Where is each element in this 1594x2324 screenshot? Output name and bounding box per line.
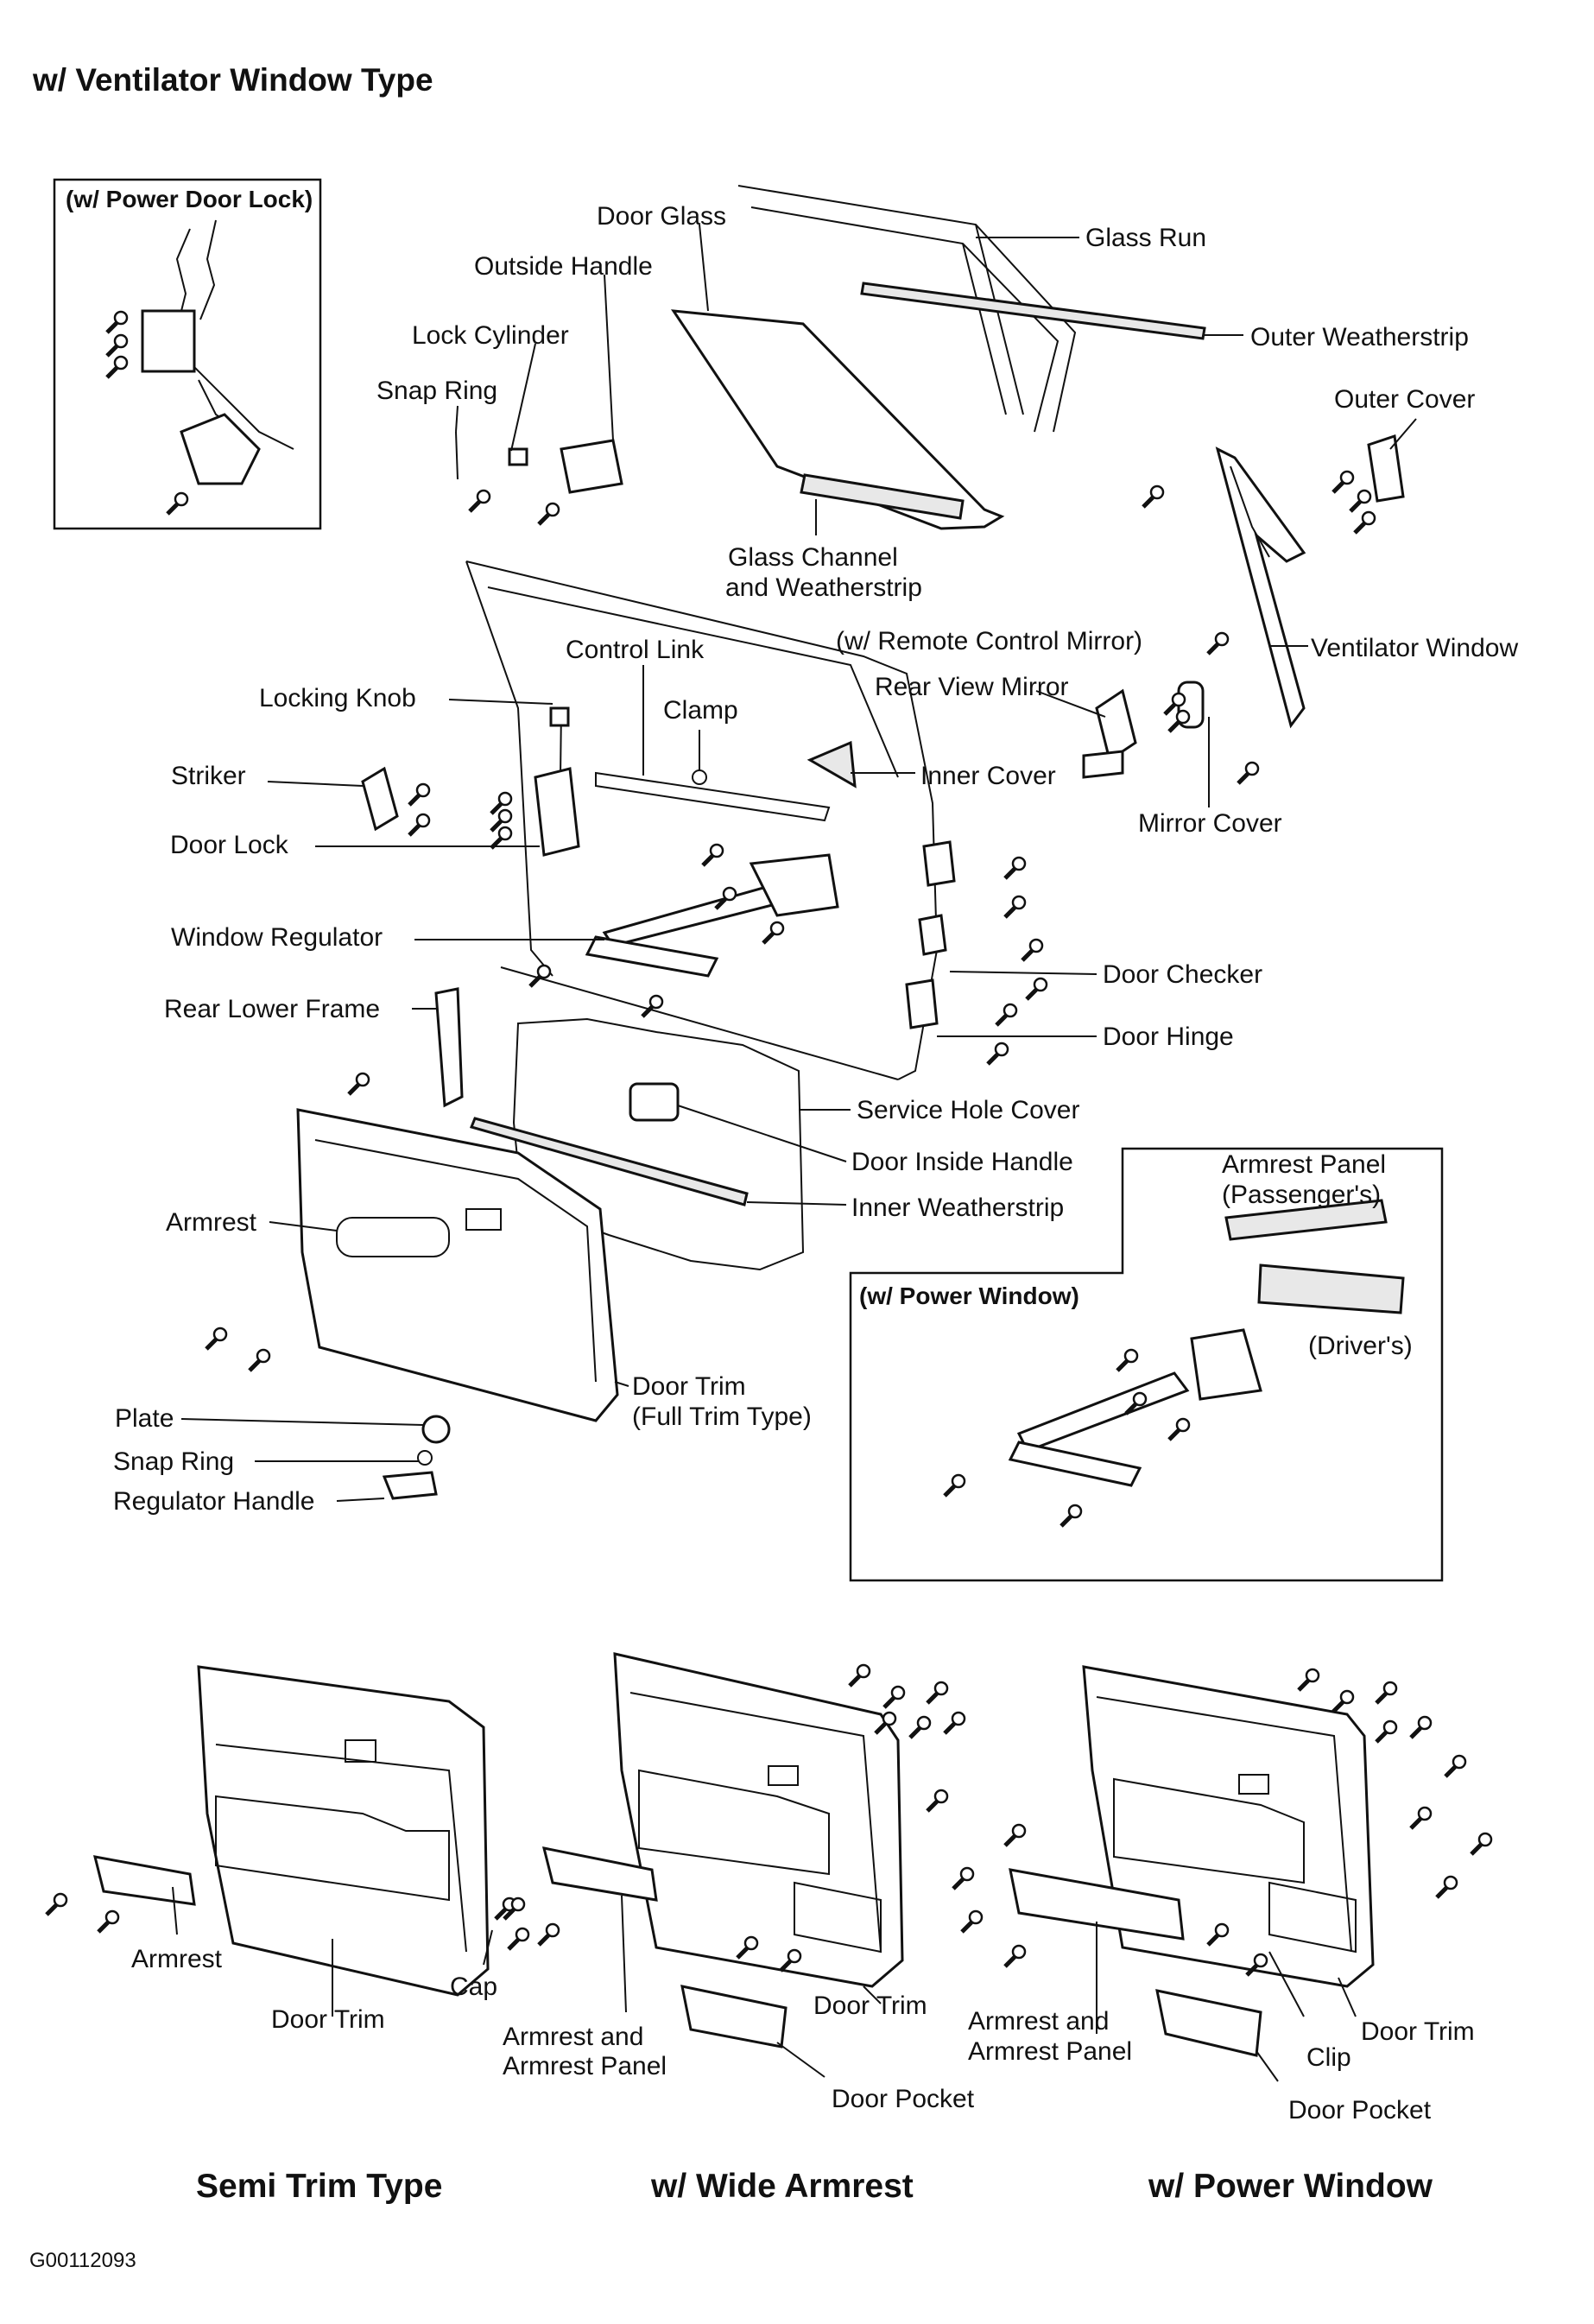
label-door-inside-handle: Door Inside Handle [851,1148,1073,1176]
label-striker: Striker [171,762,246,790]
label-inner-weatherstrip: Inner Weatherstrip [851,1194,1064,1222]
figure-code: G00112093 [29,2249,136,2272]
label-clamp: Clamp [663,696,738,725]
semi-trim-panel [47,1665,528,1997]
label-semi-door-trim: Door Trim [271,2005,385,2034]
rear-lower-frame-part [434,987,464,1108]
label-door-trim-full-1: Door Trim [632,1372,746,1401]
label-wide-door-trim: Door Trim [813,1992,927,2020]
label-pw-clip: Clip [1306,2043,1351,2072]
door-glass-assembly [670,185,1206,530]
label-pw-armrest-1: Armrest and [968,2007,1109,2036]
label-glass-run: Glass Run [1085,224,1206,252]
label-remote-mirror: (w/ Remote Control Mirror) [836,627,1142,655]
label-rear-view-mirror: Rear View Mirror [875,673,1069,701]
heading-semi-trim: Semi Trim Type [196,2168,442,2205]
label-outer-weatherstrip: Outer Weatherstrip [1250,323,1469,351]
label-control-link: Control Link [566,636,705,664]
power-window-label: (w/ Power Window) [859,1282,1079,1309]
label-door-checker: Door Checker [1103,960,1262,989]
ventilator-window-part [1143,434,1405,783]
door-frame [465,560,939,1080]
outside-handle-assembly [455,431,623,524]
label-outside-handle: Outside Handle [474,252,653,281]
inner-weatherstrip-part [469,1117,749,1206]
label-pw-door-pocket: Door Pocket [1288,2096,1432,2125]
label-armrest: Armrest [166,1208,257,1237]
label-regulator-handle: Regulator Handle [113,1487,314,1516]
label-semi-armrest: Armrest [131,1945,223,1973]
label-cap: Cap [450,1973,497,2001]
inside-handle-part [629,1082,680,1122]
label-glass-channel-2: and Weatherstrip [725,573,922,602]
label-service-hole-cover: Service Hole Cover [857,1096,1079,1124]
power-door-lock-inset: (w/ Power Door Lock) [53,178,322,530]
label-rear-lower-frame: Rear Lower Frame [164,995,380,1023]
door-lock-part [361,706,580,857]
page-title: w/ Ventilator Window Type [32,62,433,98]
label-ventilator-window: Ventilator Window [1311,634,1518,662]
full-trim-panel [206,1073,619,1500]
label-snap-ring: Snap Ring [113,1447,234,1476]
label-plate: Plate [115,1404,174,1433]
label-inner-cover: Inner Cover [920,762,1056,790]
label-locking-knob: Locking Knob [259,684,416,712]
label-outer-cover: Outer Cover [1334,385,1475,414]
label-mirror-cover: Mirror Cover [1138,809,1282,838]
leader-lines [172,224,1417,2082]
label-snap-ring-top: Snap Ring [376,377,497,405]
window-regulator-part [530,845,839,1016]
label-drivers: (Driver's) [1308,1332,1413,1360]
label-wide-armrest-1: Armrest and [503,2023,643,2051]
power-door-lock-label: (w/ Power Door Lock) [66,186,313,212]
label-wide-door-pocket: Door Pocket [832,2085,975,2113]
power-window-inset: (w/ Power Window) [849,1147,1444,1582]
label-door-trim-full-2: (Full Trim Type) [632,1403,812,1431]
power-window-panel [962,1665,1491,2057]
label-door-lock: Door Lock [170,831,289,859]
label-armrest-panel-1: Armrest Panel [1222,1150,1386,1179]
label-lock-cylinder: Lock Cylinder [412,321,569,350]
heading-power-window: w/ Power Window [1148,2168,1433,2205]
wide-armrest-panel [504,1652,1025,2049]
label-pw-door-trim: Door Trim [1361,2017,1475,2046]
label-wide-armrest-2: Armrest Panel [503,2052,667,2080]
label-window-regulator: Window Regulator [171,923,383,952]
heading-wide-armrest: w/ Wide Armrest [650,2168,914,2205]
label-glass-channel-1: Glass Channel [728,543,898,572]
rear-view-mirror-part [1082,681,1205,779]
door-checker-hinge [905,840,1047,1064]
label-pw-armrest-2: Armrest Panel [968,2037,1132,2066]
label-door-glass: Door Glass [597,202,726,231]
label-armrest-panel-2: (Passenger's) [1222,1181,1381,1209]
label-door-hinge: Door Hinge [1103,1023,1234,1051]
